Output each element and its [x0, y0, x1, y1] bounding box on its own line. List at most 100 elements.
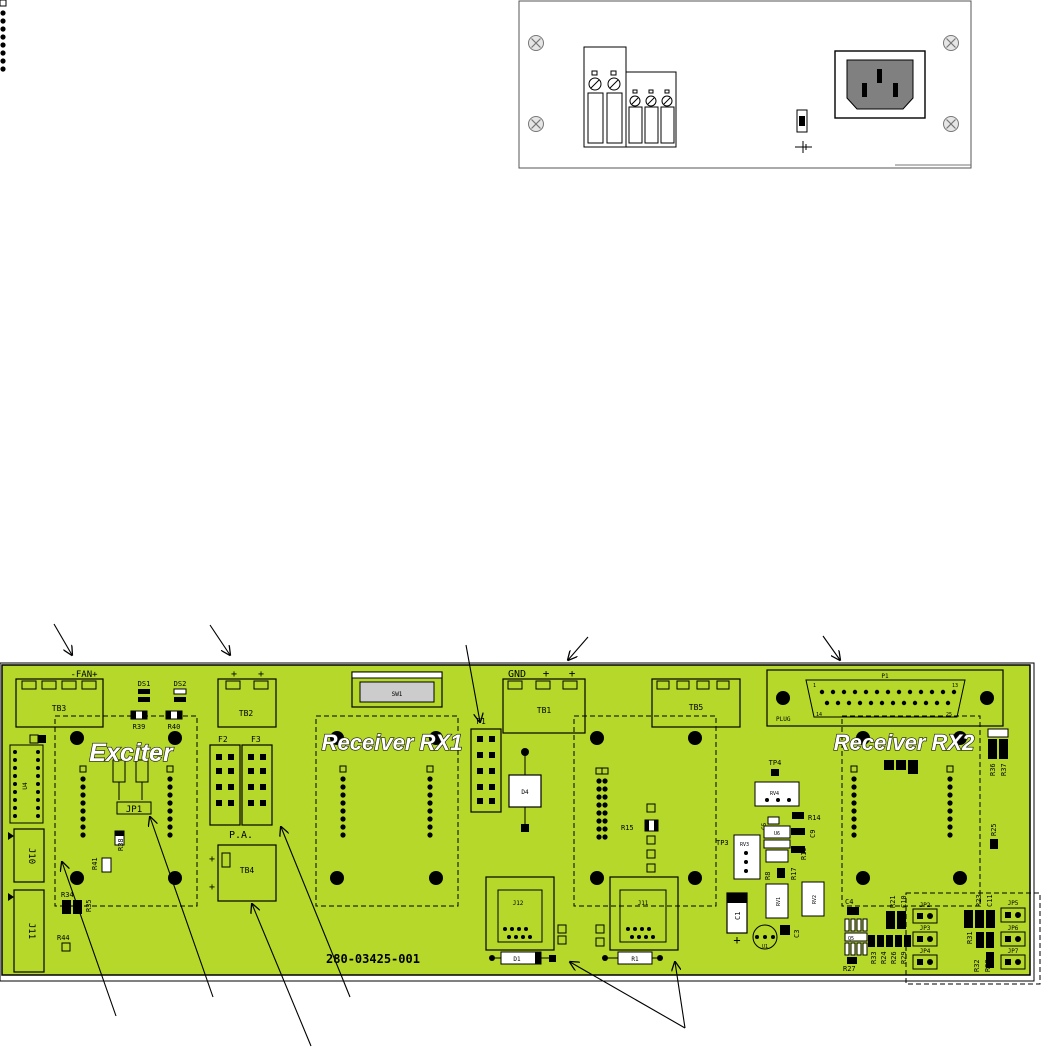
rv4-label: RV4 — [770, 791, 779, 797]
svg-text:+: + — [209, 854, 215, 865]
rv1-rv2-trimmers: RV1 RV2 — [765, 881, 825, 919]
arrow-d1 — [570, 962, 686, 1029]
u6-label: U6 — [774, 831, 780, 837]
arrow-tb2 — [209, 624, 230, 655]
r8-label: R8 — [764, 872, 772, 880]
c10-label: C10 — [900, 895, 908, 908]
ground-switch — [795, 109, 812, 153]
r36-label: R36 — [989, 763, 997, 776]
r15-area: R15 — [621, 803, 659, 873]
u4-label: U4 — [22, 782, 29, 790]
arrow-p1 — [822, 635, 840, 660]
indicator-leds: DS1 DS2 R39 R40 — [130, 680, 187, 731]
pa-fuses: F2 F3 P.A. — [209, 735, 273, 841]
tb1-label: TB1 — [537, 706, 552, 715]
arrow-tb1 — [568, 636, 589, 660]
r19-label: R19 — [800, 847, 808, 860]
tb2-label: TB2 — [239, 709, 254, 718]
pa-section-outline — [573, 715, 717, 907]
ac-power-inlet-icon — [834, 50, 926, 119]
tb3-label: TB3 — [52, 704, 67, 713]
p1-connector: P1 1 13 14 25 PLUG — [766, 669, 1004, 727]
r14-label: R14 — [808, 814, 821, 822]
r31-label: R31 — [966, 931, 974, 944]
tb5-label: TB5 — [689, 703, 704, 712]
jp6-label: JP6 — [1008, 925, 1019, 932]
rv3-label: RV3 — [740, 842, 749, 848]
p1-pin25-label: 25 — [946, 712, 952, 718]
arrow-f1 — [465, 644, 480, 722]
j11-jack: J11 — [609, 876, 679, 951]
jp1-label: JP1 — [126, 805, 142, 815]
jumper-cluster: C4 Q5 R27 R33 R24 R26 R29 R21 C10 R23 C1… — [843, 894, 1026, 973]
f3-label: F3 — [251, 735, 261, 744]
r39-label: R39 — [133, 723, 146, 731]
r24-label: R24 — [880, 951, 888, 964]
tb4-label: TB4 — [240, 866, 255, 875]
r15-label: R15 — [621, 824, 634, 832]
svg-text:+: + — [231, 669, 237, 680]
r1-label: R1 — [631, 956, 639, 963]
r21-label: R21 — [889, 895, 897, 908]
mounting-screw-icon — [527, 34, 545, 52]
r32-top-label: R23 — [975, 894, 983, 907]
p1-pin14-label: 14 — [816, 712, 822, 718]
j11-label: J11 — [26, 923, 36, 939]
c11-label: C11 — [986, 894, 994, 907]
pa-label: P.A. — [229, 830, 253, 841]
sw1-label: SW1 — [392, 691, 403, 698]
ds2-label: DS2 — [174, 680, 187, 688]
svg-text:+: + — [258, 669, 264, 680]
j12-jack: J12 — [485, 876, 555, 951]
rx2-inner-parts — [884, 760, 918, 774]
r1-resistor: R1 — [602, 951, 663, 965]
svg-text:+: + — [569, 667, 576, 680]
exciter-heading: Exciter — [89, 739, 174, 767]
exciter-outline — [54, 715, 198, 907]
tp4-label: TP4 — [769, 759, 782, 767]
rv1-label: RV1 — [776, 897, 782, 906]
receiver-rx2-heading: Receiver RX2 — [834, 730, 975, 755]
arrow-r1 — [675, 962, 686, 1029]
fan-label: -FAN+ — [70, 670, 98, 680]
c1-u1-cluster: C1 + U1 C3 — [726, 892, 801, 950]
arrow-j10 — [62, 862, 117, 1017]
c4-label: C4 — [845, 898, 853, 906]
u6-cluster: C5 U6 R14 C9 R19 R8 R17 — [761, 812, 821, 880]
p1-pin13-label: 13 — [952, 683, 958, 689]
jp4-label: JP4 — [920, 948, 931, 955]
arrow-jp1 — [150, 817, 214, 998]
tb4-terminal: TB4 + + — [209, 844, 277, 902]
mounting-holes — [70, 731, 967, 885]
r38-label: R38 — [117, 838, 125, 851]
jp1-jumper: JP1 — [112, 759, 152, 815]
j10-connector: J10 — [8, 828, 45, 883]
r34-label: R34 — [61, 891, 74, 899]
callout-arrows — [53, 623, 840, 1047]
r33-label: R33 — [870, 951, 878, 964]
sw1-switch: SW1 — [351, 671, 443, 708]
mounting-screw-icon — [527, 115, 545, 133]
f1-label: F1 — [476, 717, 486, 726]
r38-r41: R38 R41 — [91, 830, 125, 873]
f2-label: F2 — [218, 735, 228, 744]
r29-label: R29 — [900, 951, 908, 964]
arrow-fuses — [281, 827, 351, 998]
d4-diode: D4 — [508, 748, 542, 832]
jp5-label: JP5 — [1008, 900, 1019, 907]
d1-label: D1 — [513, 956, 521, 963]
plug-label: PLUG — [776, 716, 791, 723]
jp7-label: JP7 — [1008, 948, 1019, 955]
svg-text:+: + — [543, 667, 550, 680]
mounting-screw-icon — [942, 34, 960, 52]
mounting-screw-icon — [942, 115, 960, 133]
d1-diode: D1 — [489, 951, 556, 965]
jp2-label: JP2 — [920, 902, 931, 909]
pcb-board: U4 J10 J11 TB3 -FAN+ DS1 DS2 — [0, 0, 1041, 985]
r41-label: R41 — [91, 857, 99, 870]
j11b-label: J11 — [638, 900, 649, 907]
rx2-right-parts: R36 R37 R25 — [987, 728, 1009, 849]
c3-label: C3 — [793, 930, 801, 938]
r32-label: R32 — [973, 959, 981, 972]
rv3-trimmer: TP3 RV3 — [716, 834, 761, 880]
